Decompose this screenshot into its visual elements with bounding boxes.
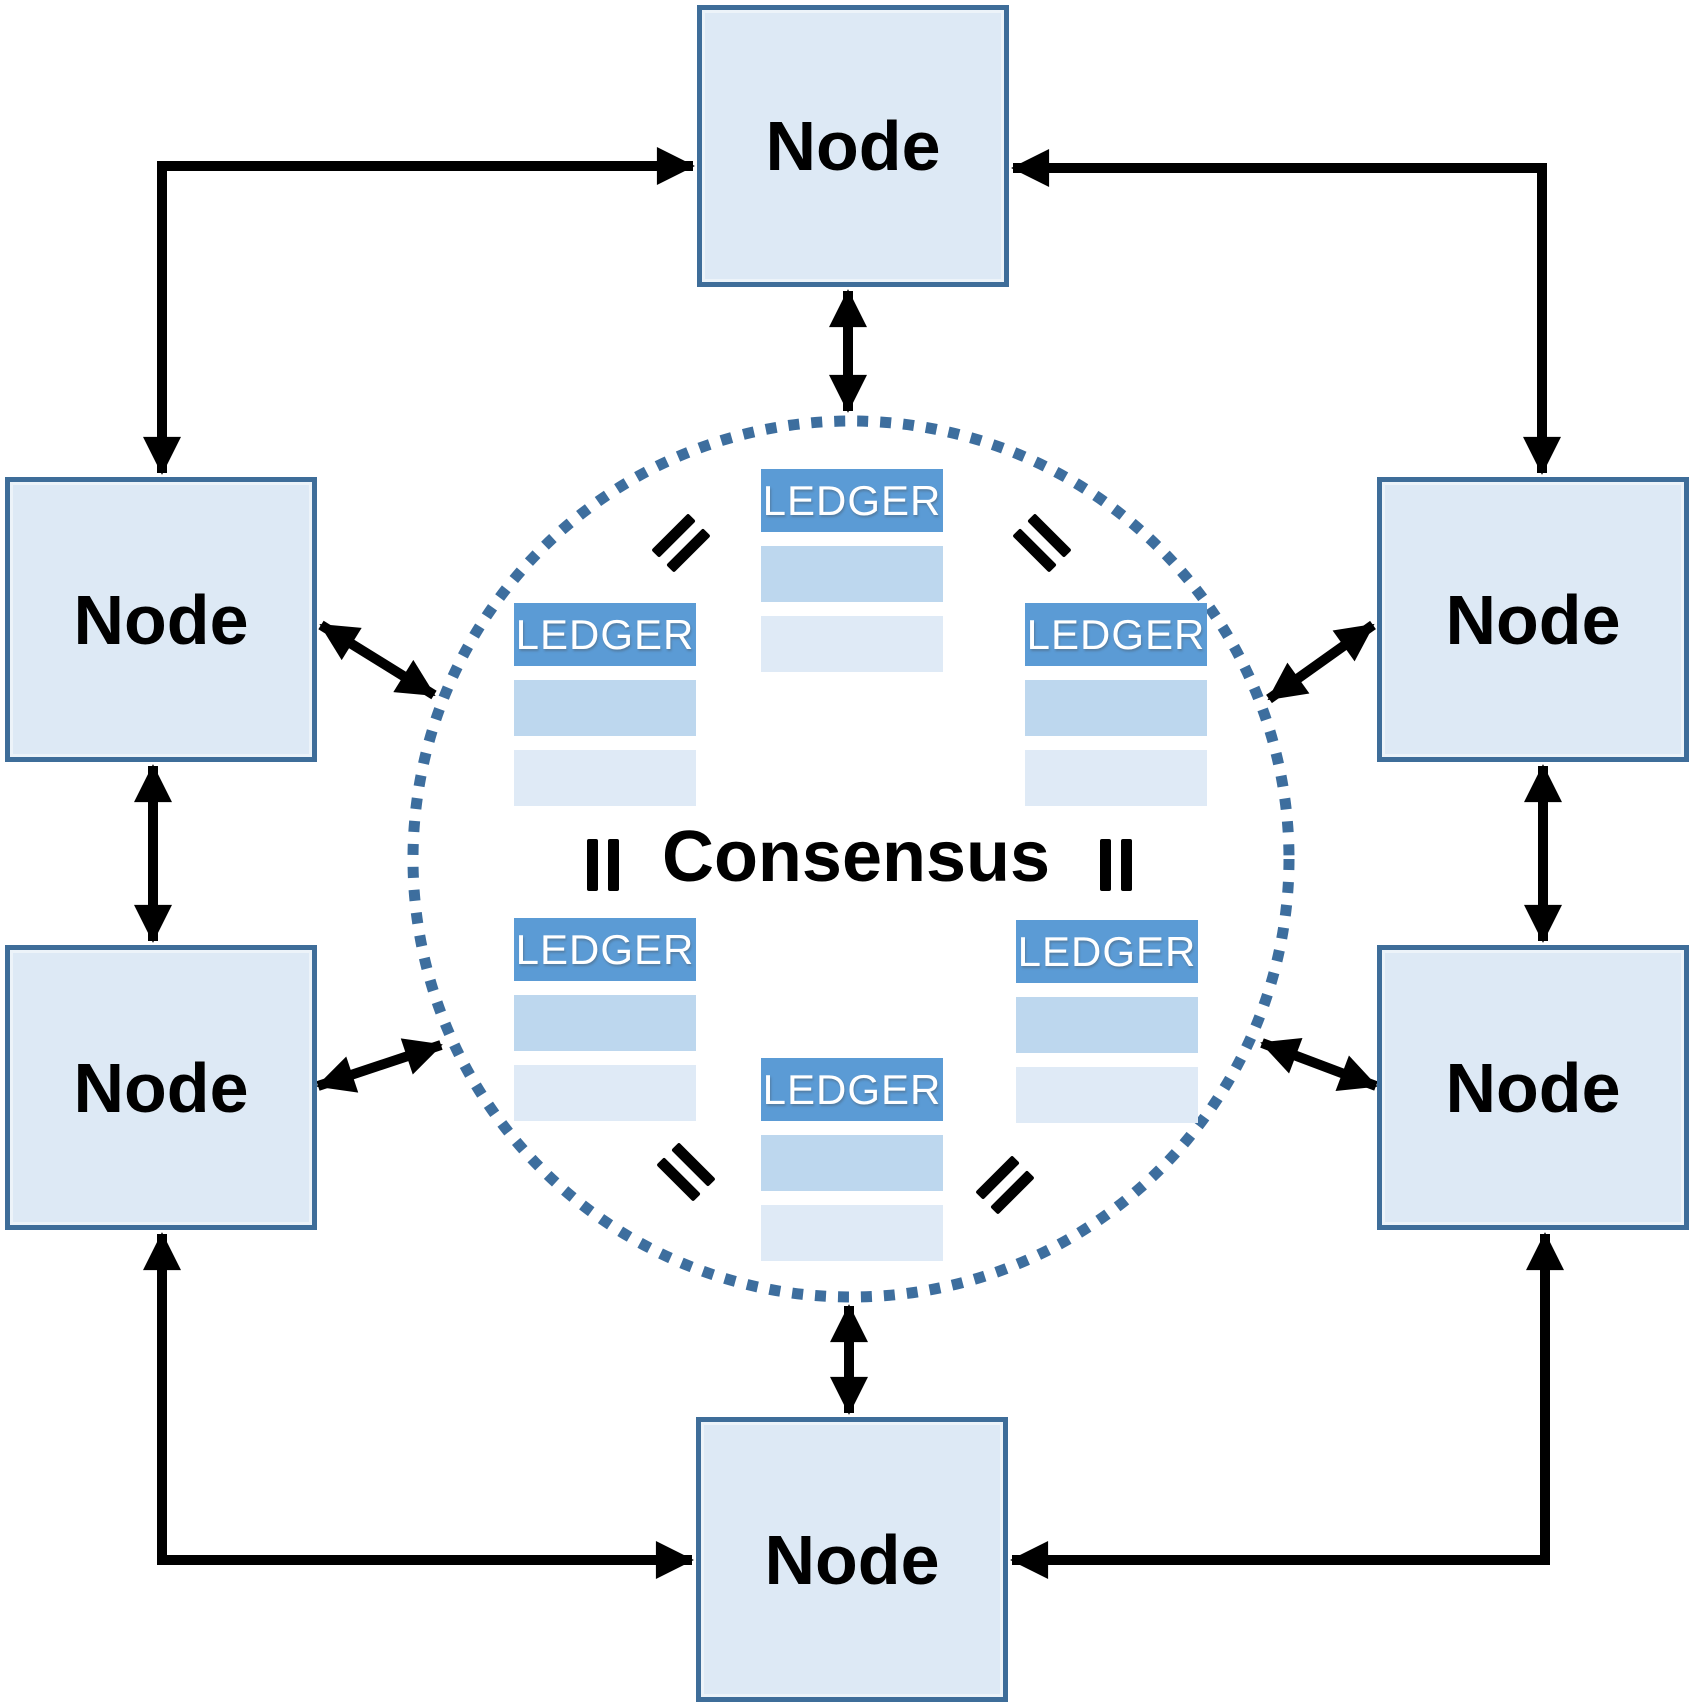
ledger-lower-right: LEDGER — [1016, 920, 1198, 1123]
ledger-row — [514, 1065, 696, 1121]
ledger-header: LEDGER — [1016, 920, 1198, 983]
equals-icon-left — [587, 839, 619, 891]
node-upper-right: Node — [1377, 477, 1689, 762]
ledger-bottom: LEDGER — [761, 1058, 943, 1261]
ledger-header: LEDGER — [514, 918, 696, 981]
ledger-upper-left: LEDGER — [514, 603, 696, 806]
arrow-upper-left-node-circle — [318, 620, 437, 700]
node-top: Node — [697, 5, 1009, 287]
ledger-header: LEDGER — [1025, 603, 1207, 666]
ledger-row — [1025, 680, 1207, 736]
equals-bar — [608, 839, 619, 891]
elbow-arrow-top-left — [143, 147, 695, 475]
ledger-row — [1025, 750, 1207, 806]
equals-bar — [587, 839, 598, 891]
arrow-upper-right-node-circle — [1266, 620, 1376, 704]
ledger-top: LEDGER — [761, 469, 943, 672]
ledger-row — [1016, 1067, 1198, 1123]
ledger-header: LEDGER — [761, 1058, 943, 1121]
ledger-row — [1016, 997, 1198, 1053]
node-lower-left: Node — [5, 945, 317, 1230]
ledger-lower-left: LEDGER — [514, 918, 696, 1121]
arrow-lower-left-node-circle — [316, 1038, 443, 1093]
ledger-header: LEDGER — [761, 469, 943, 532]
ledger-upper-right: LEDGER — [1025, 603, 1207, 806]
node-bottom: Node — [696, 1417, 1008, 1702]
ledger-row — [761, 616, 943, 672]
elbow-arrow-bottom-right — [1010, 1232, 1564, 1579]
ledger-row — [761, 1135, 943, 1191]
consensus-circle — [407, 415, 1295, 1303]
elbow-arrow-top-right — [1011, 149, 1561, 475]
ledger-row — [761, 1205, 943, 1261]
equals-bar — [1121, 839, 1132, 891]
node-lower-right: Node — [1377, 945, 1689, 1230]
ledger-row — [514, 995, 696, 1051]
arrow-lower-right-node-circle — [1260, 1037, 1378, 1092]
elbow-arrow-bottom-left — [143, 1232, 694, 1579]
ledger-row — [761, 546, 943, 602]
ledger-row — [514, 680, 696, 736]
ledger-row — [514, 750, 696, 806]
equals-icon-right — [1100, 839, 1132, 891]
equals-bar — [1100, 839, 1111, 891]
consensus-label: Consensus — [661, 817, 1051, 897]
ledger-header: LEDGER — [514, 603, 696, 666]
node-upper-left: Node — [5, 477, 317, 762]
